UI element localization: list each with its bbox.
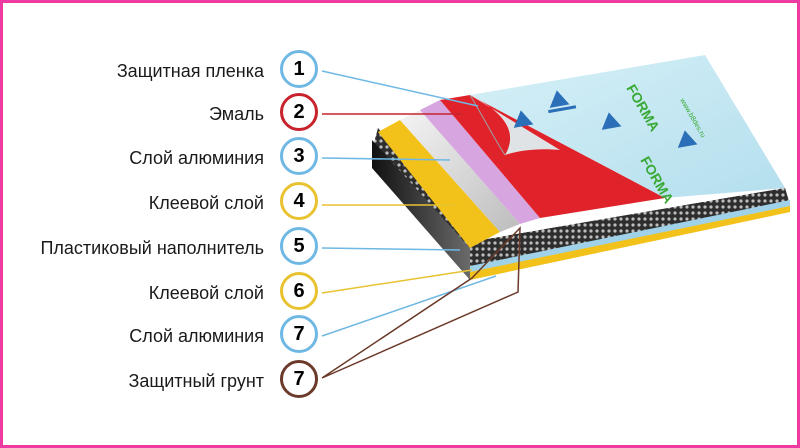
layer-label-7: Слой алюминия (129, 326, 264, 346)
layer-label-2: Эмаль (208, 104, 264, 124)
leader-lines (321, 70, 521, 379)
layer-stack (372, 55, 790, 280)
leader-line-8 (321, 226, 521, 379)
layer-badge-5: 5 (280, 227, 318, 265)
layer-badge-8: 7 (280, 360, 318, 398)
layer-label-1: Защитная пленка (116, 61, 264, 81)
layer-label-5: Пластиковый наполнитель (40, 238, 264, 258)
layer-label-3: Слой алюминия (129, 148, 264, 168)
panel-left-edge (372, 140, 470, 280)
bottom-adhesive-edge (470, 206, 790, 280)
enamel-sheet (440, 95, 665, 218)
adhesive-sheet (378, 120, 500, 248)
layer-badge-3: 3 (280, 137, 318, 175)
layer-badge-4: 4 (280, 182, 318, 220)
leader-line-5 (321, 247, 461, 251)
layer-badge-2: 2 (280, 93, 318, 131)
leader-line-7 (321, 275, 497, 337)
primer-sheet (420, 100, 540, 224)
layer-badge-7: 7 (280, 315, 318, 353)
layer-label-6: Клеевой слой (148, 283, 264, 303)
protective-film-sheet (470, 55, 785, 198)
layer-label-8: Защитный грунт (128, 371, 264, 391)
layer-badge-1: 1 (280, 50, 318, 88)
leader-line-6 (321, 269, 473, 294)
leader-line-1 (321, 70, 479, 107)
leader-line-3 (321, 157, 451, 161)
layer-badge-6: 6 (280, 272, 318, 310)
layer-label-4: Клеевой слой (148, 193, 264, 213)
aluminum-sheet (400, 110, 520, 232)
